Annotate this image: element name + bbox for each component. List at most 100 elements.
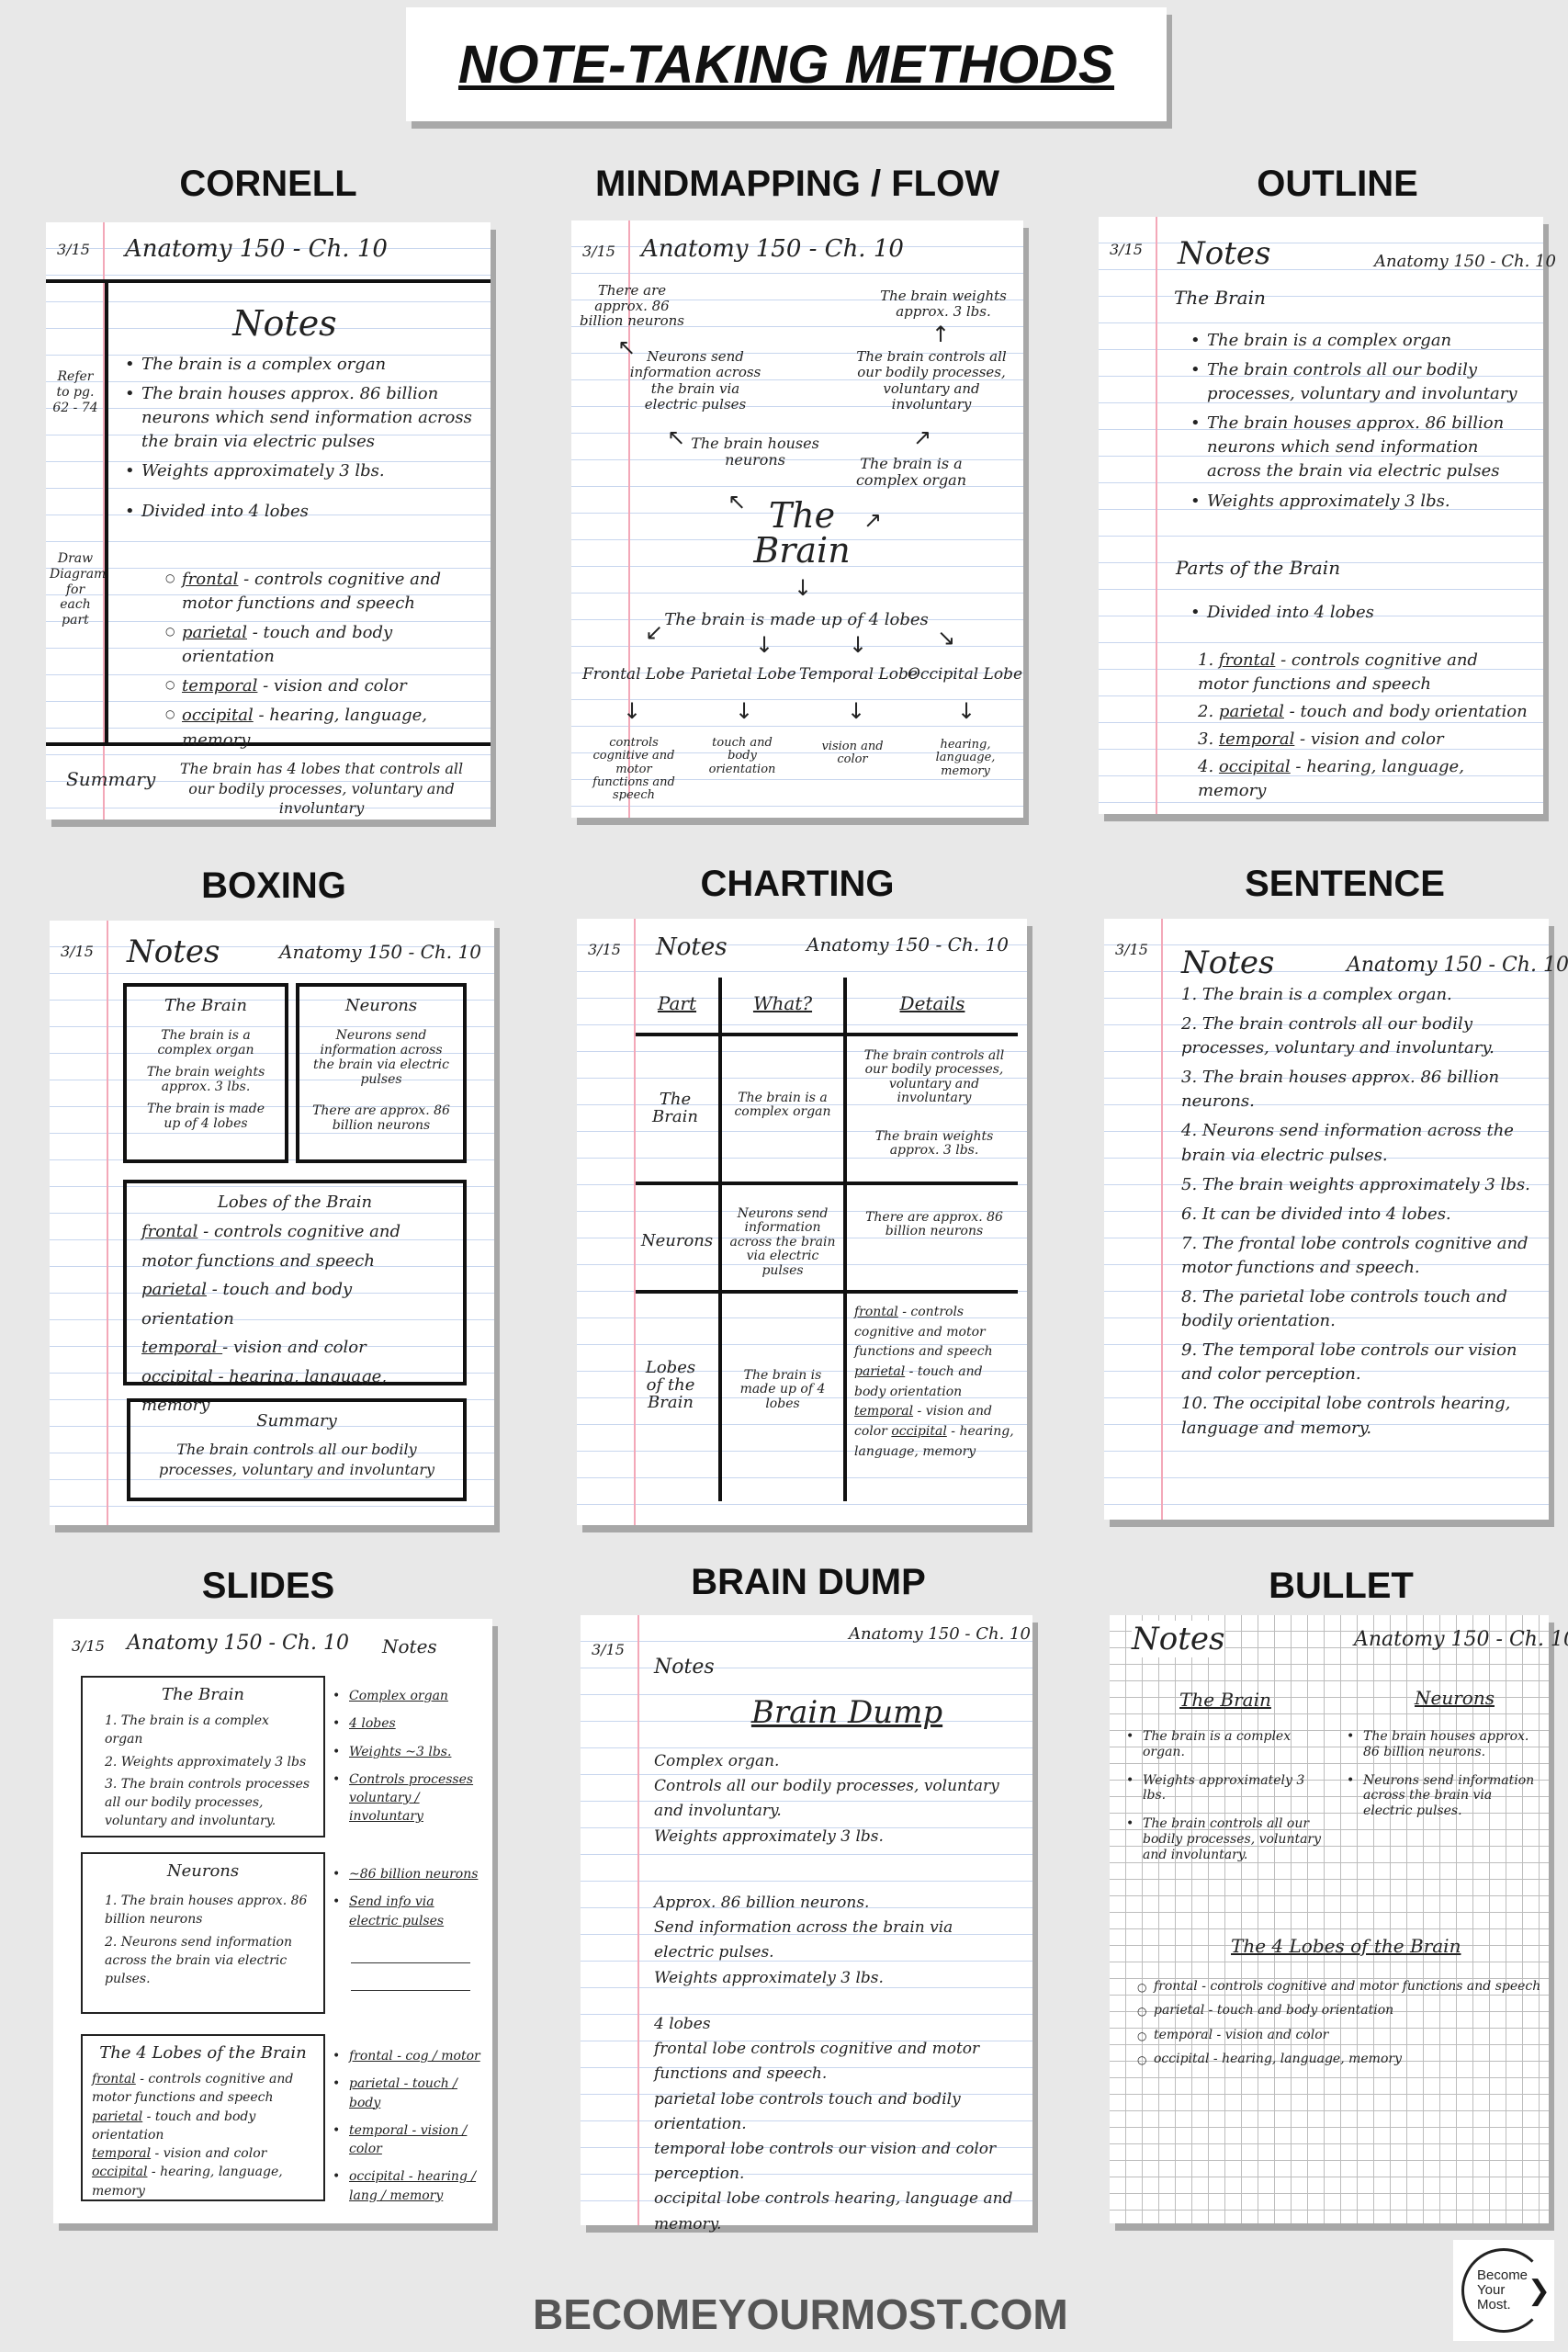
slide-title: The Brain xyxy=(162,1685,244,1704)
list-item: temporal - vision and color xyxy=(162,674,483,698)
list-item: Weights approximately 3 lbs. xyxy=(1122,1773,1325,1804)
notes-title: Notes xyxy=(654,1656,715,1679)
date: 3/15 xyxy=(582,243,615,260)
course-title: Anatomy 150 - Ch. 10 xyxy=(641,235,904,263)
arrow-icon: ↗ xyxy=(863,507,883,533)
slide-lobes: The 4 Lobes of the Brain frontal - contr… xyxy=(81,2034,325,2201)
table-cell: The brain is made up of 4 lobes xyxy=(739,1368,826,1411)
table-rule xyxy=(636,1033,1018,1036)
list-item: frontal - controls cognitive and motor f… xyxy=(1134,1977,1543,1996)
column-header: What? xyxy=(752,992,813,1014)
arrow-icon: ↓ xyxy=(735,698,754,724)
list-item: occipital - hearing, language, memory xyxy=(1134,2050,1543,2069)
summary-label: Summary xyxy=(66,768,156,790)
mind-node: Neurons send information across the brai… xyxy=(629,348,761,413)
box-text: The brain weights approx. 3 lbs. xyxy=(146,1065,265,1095)
mind-node: The brain controls all our bodily proces… xyxy=(856,348,1007,413)
mind-node: The brain is made up of 4 lobes xyxy=(664,610,929,629)
notes-title: Notes xyxy=(1181,944,1275,981)
column-header: Part xyxy=(657,992,697,1014)
slide-note: parietal - touch / body xyxy=(329,2075,487,2112)
list-item: 3. temporal - vision and color xyxy=(1198,729,1444,750)
dump-line: Controls all our bodily processes, volun… xyxy=(654,1777,999,1821)
slide-note: temporal - vision / color xyxy=(329,2121,487,2159)
slide-note: Controls processes voluntary / involunta… xyxy=(329,1770,485,1826)
list-item: 1. The brain is a complex organ. xyxy=(1181,985,1452,1004)
course-title: Anatomy 150 - Ch. 10 xyxy=(1354,1628,1568,1651)
list-item: 1. frontal - controls cognitive and moto… xyxy=(1198,650,1478,695)
bullet-heading: The 4 Lobes of the Brain xyxy=(1231,1935,1461,1957)
page-title-box: NOTE-TAKING METHODS xyxy=(406,7,1167,121)
slides-card: 3/15 Anatomy 150 - Ch. 10 Notes The Brai… xyxy=(53,1619,492,2223)
date: 3/15 xyxy=(588,941,621,958)
box-text: Neurons send information across the brai… xyxy=(312,1028,450,1088)
list-item: frontal - controls cognitive and motor f… xyxy=(162,568,483,616)
list-item: 2. Neurons send information across the b… xyxy=(105,1934,292,1987)
mind-node: The brain houses neurons xyxy=(691,435,819,469)
slide-note: Complex organ xyxy=(329,1687,485,1706)
box-brain: The Brain The brain is a complex organ T… xyxy=(123,983,288,1163)
table-rule xyxy=(636,1182,1018,1185)
outline-bullets: The brain is a complex organ The brain c… xyxy=(1187,329,1532,519)
table-cell: Neurons xyxy=(640,1231,714,1250)
blank-note-line xyxy=(351,1962,470,1963)
mind-node: The brain is a complex organ xyxy=(855,455,967,490)
notes-title: Notes xyxy=(1132,1621,1225,1657)
slide-list: 1. The brain houses approx. 86 billion n… xyxy=(105,1892,310,1988)
box-title: Lobes of the Brain xyxy=(217,1193,373,1212)
footer-url[interactable]: BECOMEYOURMOST.COM xyxy=(533,2290,1068,2338)
outline-numbered: 1. frontal - controls cognitive and moto… xyxy=(1198,649,1529,808)
dump-line: Weights approximately 3 lbs. xyxy=(654,1968,884,1987)
dump-line: Weights approximately 3 lbs. xyxy=(654,1826,884,1846)
table-cell: Lobes of the Brain xyxy=(645,1358,696,1412)
mind-detail: touch and body orientation xyxy=(708,736,776,776)
slide-note: occipital - hearing / lang / memory xyxy=(329,2167,487,2205)
list-item: 7. The frontal lobe controls cognitive a… xyxy=(1181,1233,1529,1277)
arrow-icon: ↓ xyxy=(794,575,813,601)
slide-notes: frontal - cog / motorparietal - touch / … xyxy=(329,2047,487,2214)
blank-note-line xyxy=(351,1990,470,1991)
list-item: 1. The brain is a complex organ xyxy=(105,1713,269,1747)
notes-title: Notes xyxy=(656,933,728,961)
outline-bullets: Divided into 4 lobes xyxy=(1187,601,1527,630)
cue-refer: Refer to pg. 62 - 74 xyxy=(52,369,98,415)
list-item: parietal - touch and body orientation xyxy=(162,621,483,669)
dump-paragraph: Complex organ.Controls all our bodily pr… xyxy=(654,1749,1012,1849)
sentence-card: 3/15 Notes Anatomy 150 - Ch. 10 1. The b… xyxy=(1104,919,1568,1520)
arrow-icon: ↙ xyxy=(645,619,664,645)
list-item: 10. The occipital lobe controls hearing,… xyxy=(1181,1394,1511,1438)
list-item: The brain houses approx. 86 billion neur… xyxy=(1343,1729,1538,1760)
bullet-list: The brain is a complex organ.Weights app… xyxy=(1122,1729,1325,1876)
mind-center: The Brain xyxy=(753,495,851,571)
arrow-icon: ↓ xyxy=(957,698,976,724)
mind-lobe: Occipital Lobe xyxy=(908,665,1023,684)
slide-brain: The Brain 1. The brain is a complex orga… xyxy=(81,1676,325,1838)
box-title: The Brain xyxy=(164,996,247,1015)
mind-lobe: Frontal Lobe xyxy=(582,665,685,684)
arrow-icon: ↖ xyxy=(617,334,637,360)
date: 3/15 xyxy=(57,241,90,258)
dump-line: occipital lobe controls hearing, languag… xyxy=(654,2189,1013,2233)
slide-note: ~86 billion neurons xyxy=(329,1865,485,1884)
heading-brain-dump: BRAIN DUMP xyxy=(691,1562,926,1602)
list-item: The brain is a complex organ xyxy=(121,353,479,377)
date: 3/15 xyxy=(1110,241,1143,258)
course-title: Anatomy 150 - Ch. 10 xyxy=(127,1632,349,1655)
dump-line: Approx. 86 billion neurons. xyxy=(654,1894,870,1912)
mind-detail: controls cognitive and motor functions a… xyxy=(592,736,675,803)
mind-node: The brain weights approx. 3 lbs. xyxy=(880,288,1007,320)
arrow-icon: ↖ xyxy=(728,489,747,514)
list-item: 4. occipital - hearing, language, memory xyxy=(1198,757,1464,801)
box-text: The brain controls all our bodily proces… xyxy=(158,1441,434,1479)
list-item: 3. The brain controls processes all our … xyxy=(105,1776,310,1829)
list-item: 5. The brain weights approximately 3 lbs… xyxy=(1181,1174,1530,1194)
notes-title: Notes xyxy=(127,933,220,970)
box-text: The brain is a complex organ xyxy=(157,1028,254,1058)
brain-dump-card: 3/15 Notes Anatomy 150 - Ch. 10 Brain Du… xyxy=(581,1615,1032,2233)
heading-slides: SLIDES xyxy=(201,1566,335,1606)
list-item: 6. It can be divided into 4 lobes. xyxy=(1181,1204,1451,1224)
